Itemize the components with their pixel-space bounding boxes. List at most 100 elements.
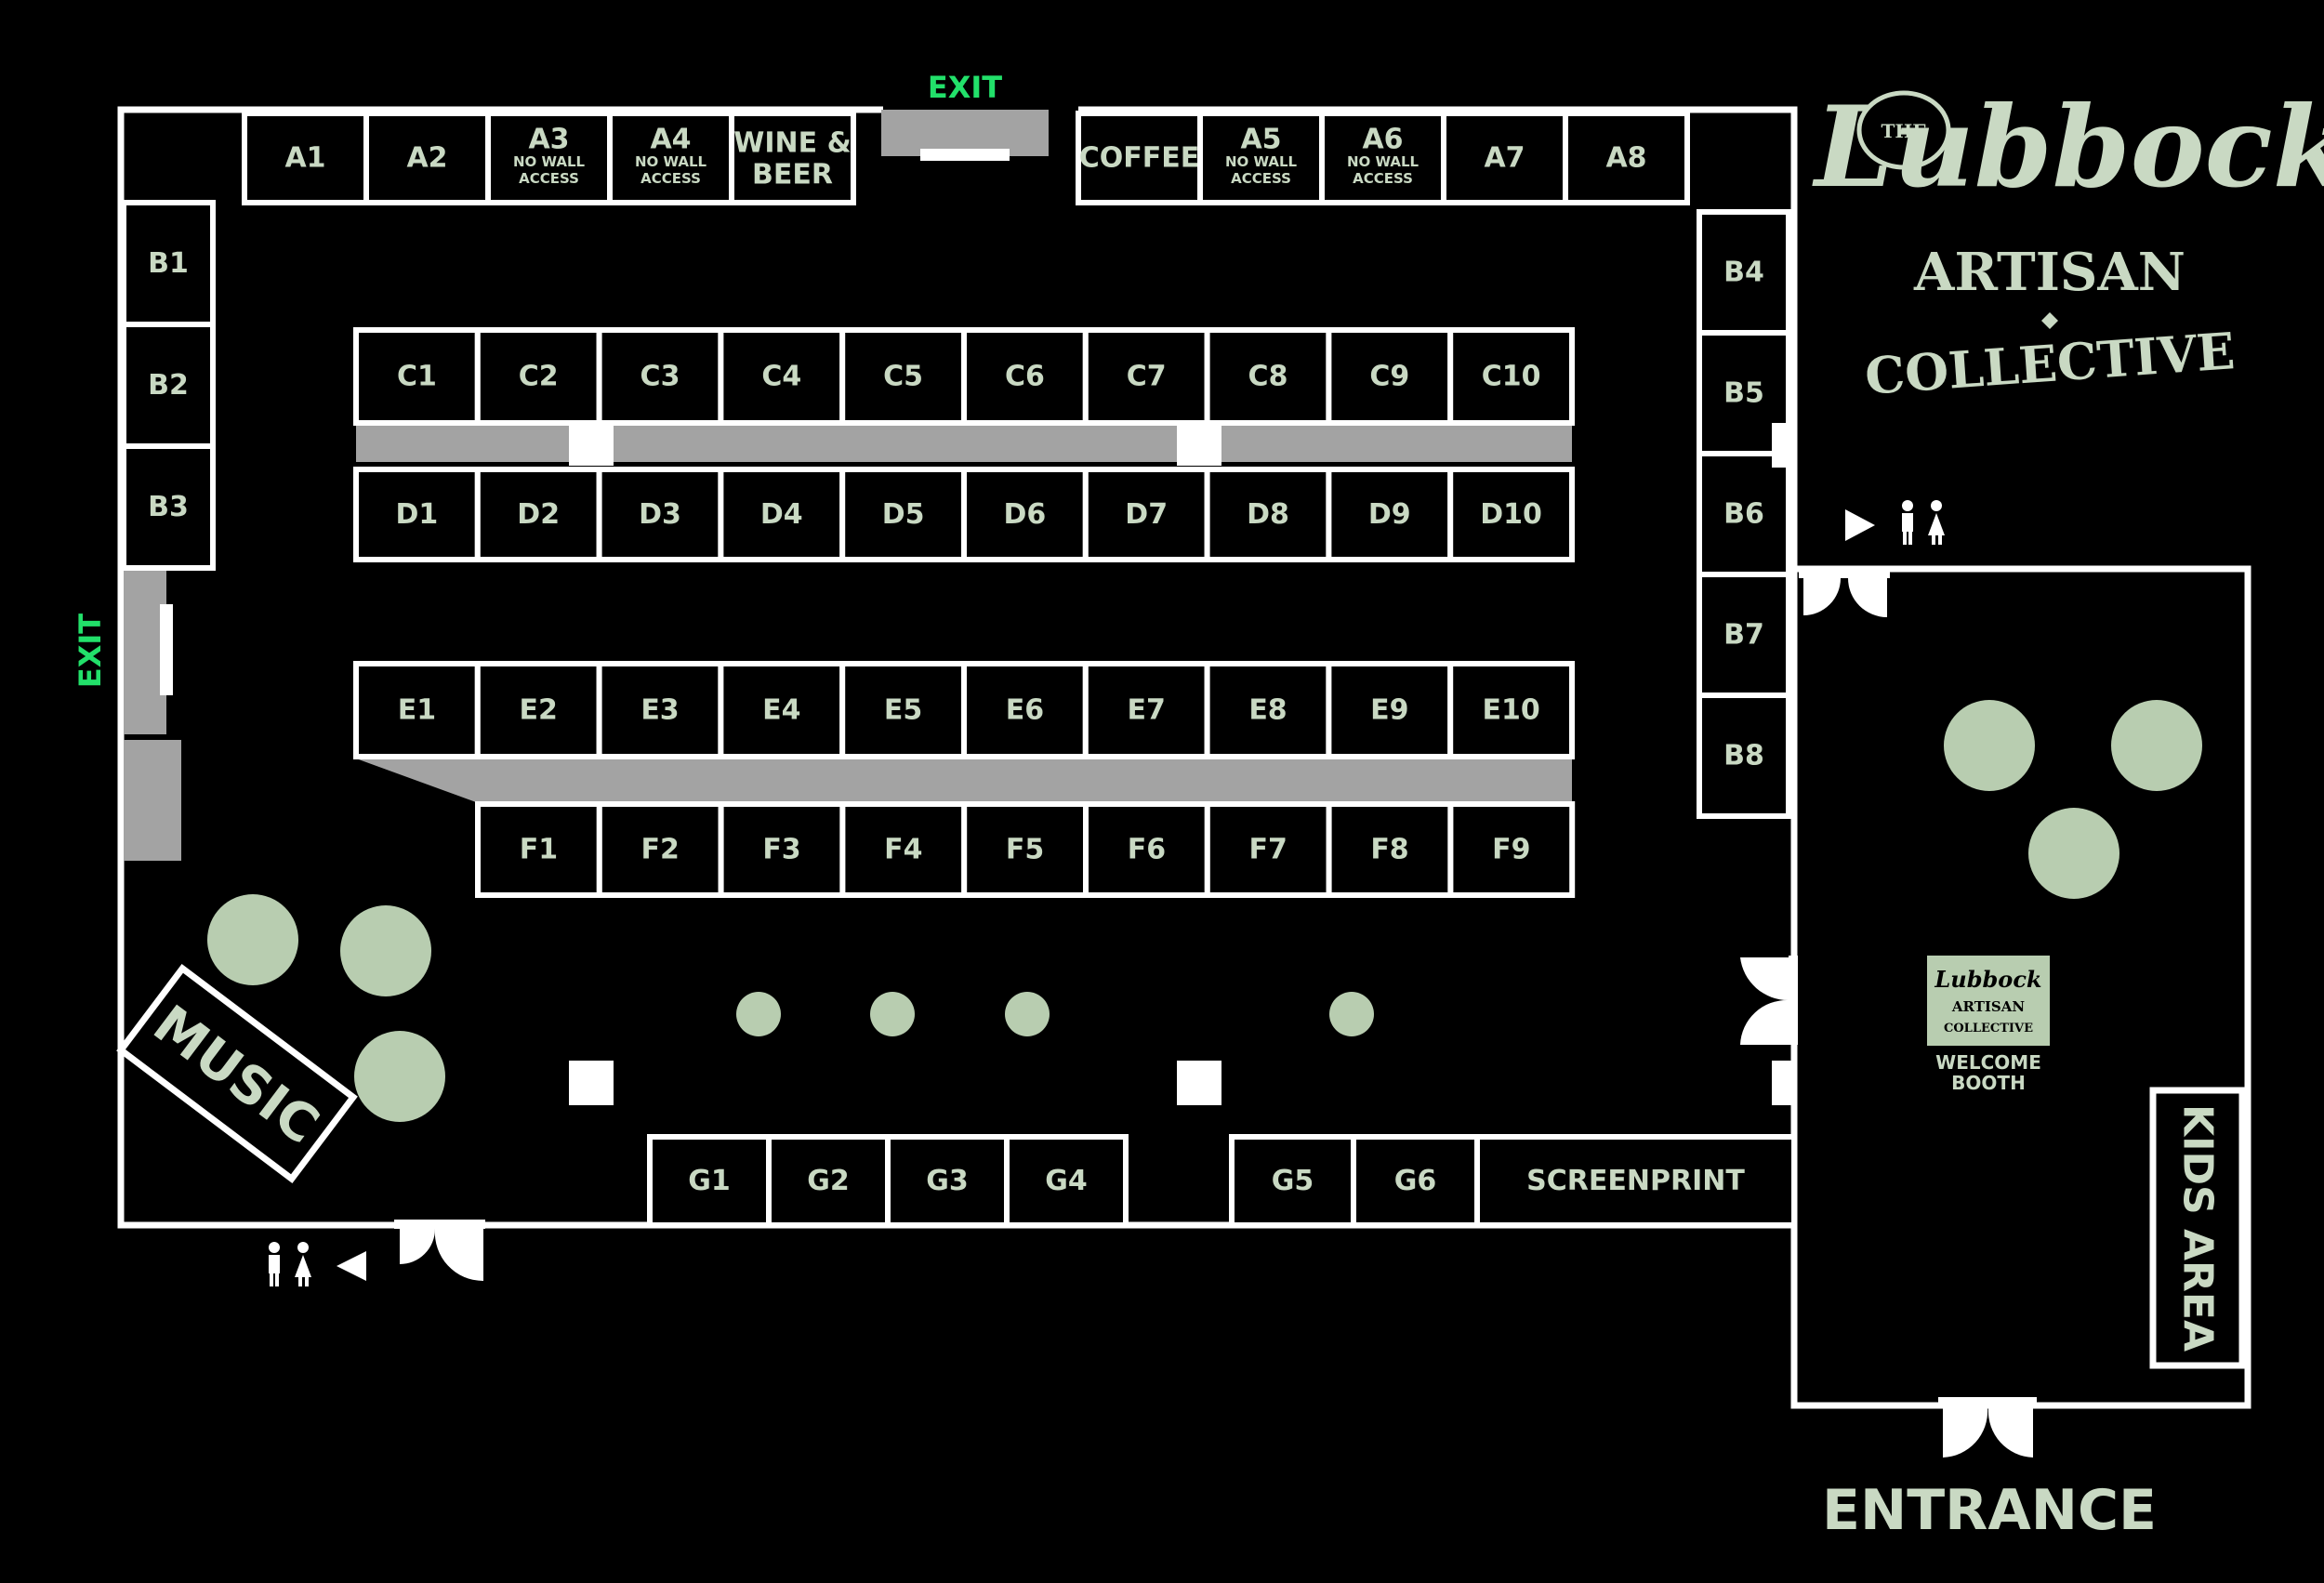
booth-f6[interactable]: [1083, 801, 1210, 898]
exit-top-label: EXIT: [928, 70, 1002, 105]
booth-e1[interactable]: [353, 661, 481, 759]
booth-label: F4: [884, 834, 922, 866]
booth-label: D2: [517, 498, 560, 531]
booth-e4[interactable]: [718, 661, 846, 759]
booth-label: B4: [1723, 257, 1764, 289]
booth-label: A5: [1240, 124, 1281, 156]
booth-sublabel: ACCESS: [519, 170, 579, 187]
booth-label: D4: [760, 498, 803, 531]
booth-f7[interactable]: [1204, 801, 1332, 898]
aisle-left: [124, 570, 166, 734]
table: [2028, 808, 2119, 899]
booth-label: A6: [1362, 124, 1403, 156]
booth-f9[interactable]: [1447, 801, 1576, 898]
booth-label: F9: [1492, 834, 1530, 866]
booth-b8[interactable]: [1697, 693, 1791, 819]
booth-d5[interactable]: [839, 467, 968, 562]
booth-label: E9: [1370, 694, 1408, 727]
booth-label: B5: [1723, 377, 1764, 410]
booth-b4[interactable]: [1697, 209, 1791, 336]
booth-c6[interactable]: [961, 327, 1089, 426]
booth-f2[interactable]: [596, 801, 724, 898]
booth-a8[interactable]: [1563, 111, 1690, 205]
booth-d3[interactable]: [596, 467, 724, 562]
booth-f5[interactable]: [961, 801, 1089, 898]
booth-g1[interactable]: [647, 1134, 772, 1228]
booth-label: G6: [1394, 1165, 1437, 1197]
booth-label: E8: [1248, 694, 1287, 727]
booth-e5[interactable]: [839, 661, 968, 759]
booth-label: C2: [519, 361, 559, 393]
table: [736, 992, 781, 1036]
table: [1329, 992, 1374, 1036]
table: [1944, 700, 2035, 791]
table: [1005, 992, 1050, 1036]
pillar: [569, 421, 614, 466]
booth-label: C5: [883, 361, 923, 393]
booth-label: D7: [1125, 498, 1168, 531]
booth-label: A7: [1484, 142, 1525, 175]
booth-e10[interactable]: [1447, 661, 1575, 759]
booth-label: C9: [1369, 361, 1409, 393]
booth-d9[interactable]: [1326, 467, 1454, 562]
booth-c10[interactable]: [1447, 327, 1575, 426]
booth-c8[interactable]: [1204, 327, 1332, 426]
booth-wine-beer[interactable]: [729, 111, 856, 205]
booth-label: E4: [762, 694, 800, 727]
booth-e9[interactable]: [1326, 661, 1454, 759]
booth-a7[interactable]: [1441, 111, 1568, 205]
booth-coffee[interactable]: [1076, 111, 1203, 205]
arrow-icon-left: [337, 1251, 366, 1281]
booth-label: SCREENPRINT: [1526, 1165, 1745, 1197]
booth-c4[interactable]: [718, 327, 846, 426]
booth-label: G2: [807, 1165, 850, 1197]
booth-d10[interactable]: [1447, 467, 1575, 562]
booth-a2[interactable]: [363, 111, 491, 205]
logo-name: Lubbock: [1812, 82, 2324, 213]
booth-screenprint[interactable]: [1474, 1134, 1797, 1228]
booth-label: D8: [1247, 498, 1289, 531]
booth-g4[interactable]: [1004, 1134, 1129, 1228]
door-left: [160, 604, 173, 695]
arrow-icon-right: [1845, 509, 1875, 541]
booth-label: G3: [926, 1165, 969, 1197]
booth-e2[interactable]: [474, 661, 602, 759]
booth-c5[interactable]: [839, 327, 968, 426]
booth-label: E1: [398, 694, 436, 727]
booth-a6[interactable]: [1319, 111, 1446, 205]
booth-e8[interactable]: [1204, 661, 1332, 759]
booth-c1[interactable]: [353, 327, 481, 426]
kids-area: [2149, 1087, 2246, 1369]
booth-d7[interactable]: [1082, 467, 1210, 562]
booth-c9[interactable]: [1326, 327, 1454, 426]
booth-c7[interactable]: [1082, 327, 1210, 426]
booth-e3[interactable]: [596, 661, 724, 759]
booth-sublabel: ACCESS: [1231, 170, 1291, 187]
restroom-icon-left: [269, 1242, 311, 1286]
booth-a5[interactable]: [1197, 111, 1325, 205]
booth-a1[interactable]: [242, 111, 369, 205]
booth-label: C10: [1482, 361, 1541, 393]
booth-c2[interactable]: [474, 327, 602, 426]
booth-label: F6: [1128, 834, 1166, 866]
brand-logo: THE Lubbock ARTISAN COLLECTIVE: [1812, 82, 2324, 406]
booth-label: D9: [1368, 498, 1411, 531]
booth-sublabel: NO WALL: [1347, 153, 1419, 170]
booth-label: G5: [1272, 1165, 1314, 1197]
booth-f1[interactable]: [475, 801, 602, 898]
booth-b3[interactable]: [121, 443, 216, 571]
booth-e6[interactable]: [961, 661, 1089, 759]
booth-b7[interactable]: [1697, 572, 1791, 698]
booth-g6[interactable]: [1351, 1134, 1480, 1228]
booth-label: F1: [520, 834, 558, 866]
booth-label: B7: [1723, 619, 1764, 652]
booth-label: E3: [640, 694, 679, 727]
pillar: [1177, 1061, 1221, 1105]
booth-sublabel: NO WALL: [513, 153, 586, 170]
booth-g2[interactable]: [766, 1134, 891, 1228]
booth-label: C3: [640, 361, 680, 393]
booth-label: E2: [520, 694, 558, 727]
door-entrance: [1938, 1397, 2037, 1458]
booth-label: B3: [148, 491, 189, 523]
